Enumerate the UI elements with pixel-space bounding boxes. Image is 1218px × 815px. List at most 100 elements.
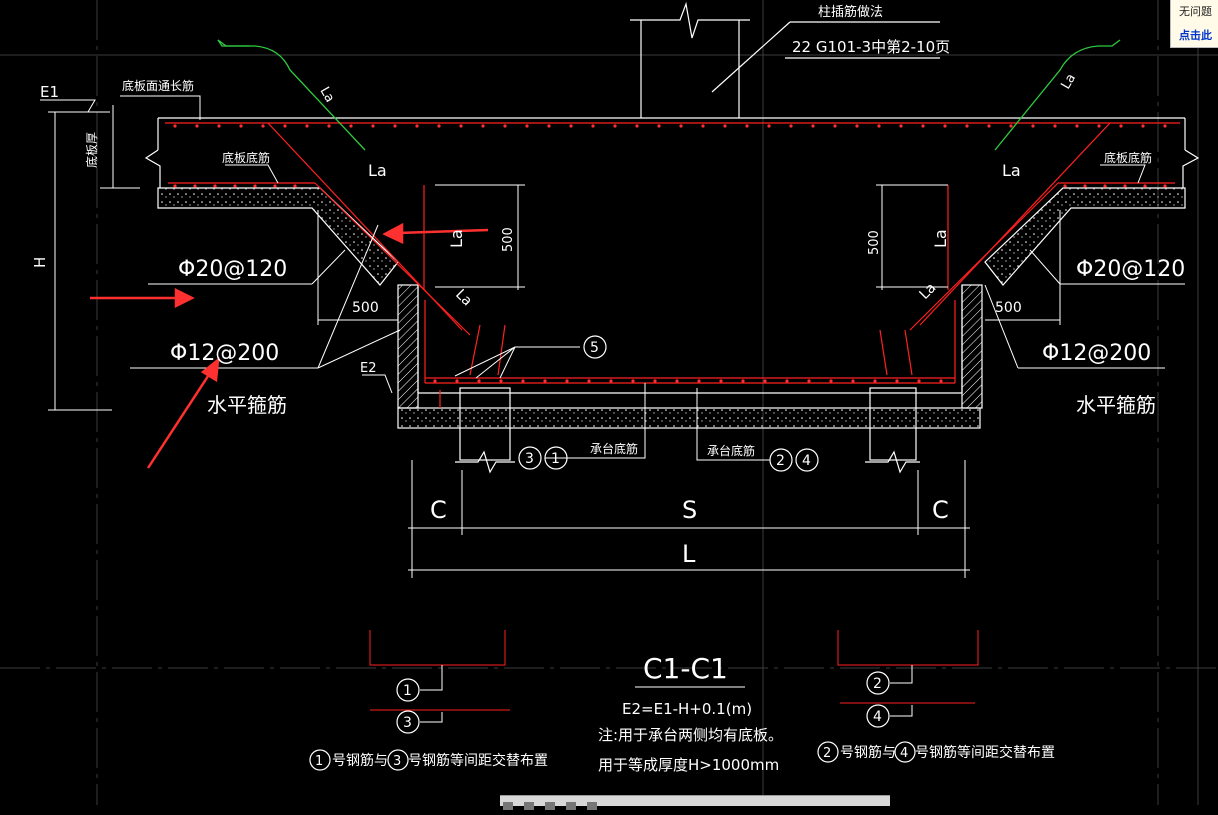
taskbar-icon[interactable] xyxy=(524,802,535,810)
rebar-dot xyxy=(1083,184,1087,188)
legend-left-num3: 3 xyxy=(393,754,401,769)
rebar-dot xyxy=(371,124,375,128)
rebar-dot xyxy=(1075,124,1079,128)
rebar-dot xyxy=(873,379,877,383)
la-diag-right: La xyxy=(917,280,940,303)
rebar-dot xyxy=(173,184,177,188)
horizontal-stirrup-right: 水平箍筋 xyxy=(1076,393,1156,417)
popup-text: 无问题 xyxy=(1179,6,1212,18)
rebar-dot xyxy=(789,124,793,128)
rebar-phi20-right: Φ20@120 xyxy=(1076,257,1185,282)
rebar-dot xyxy=(741,379,745,383)
rebar-phi12-left: Φ12@200 xyxy=(170,341,279,366)
rebar-dot xyxy=(745,124,749,128)
note-line-2: 用于等成厚度H>1000mm xyxy=(598,756,779,774)
rebar-dot xyxy=(273,184,277,188)
pit-walls xyxy=(397,284,983,409)
rebars xyxy=(165,122,1180,408)
rebar-dot xyxy=(569,124,573,128)
rebar-dot xyxy=(587,379,591,383)
rebar-dot xyxy=(283,124,287,128)
rebar-dot xyxy=(833,124,837,128)
rebar-dot xyxy=(293,184,297,188)
rebar-dot xyxy=(547,124,551,128)
rebar-dot xyxy=(213,184,217,188)
legend-left-text2: 号钢筋等间距交替布置 xyxy=(408,752,548,769)
rebar-dot xyxy=(1163,184,1167,188)
rebar-dot xyxy=(1031,124,1035,128)
rebar-dot xyxy=(173,124,177,128)
rebar-dot xyxy=(239,124,243,128)
rebar-dots xyxy=(173,124,1167,383)
rebar-dot xyxy=(719,379,723,383)
rebar-dot xyxy=(807,379,811,383)
rebar-dot xyxy=(631,379,635,383)
dim-l: L xyxy=(682,540,696,568)
rebar-dot xyxy=(499,379,503,383)
dim-500-h-right: 500 xyxy=(995,300,1022,316)
rebar-dot xyxy=(851,379,855,383)
slab-bottom-rebar-left: 底板底筋 xyxy=(222,150,270,165)
rebar-dot xyxy=(1009,124,1013,128)
rebar-dot xyxy=(459,124,463,128)
rebar-dot xyxy=(675,379,679,383)
rebar-dot xyxy=(543,379,547,383)
la-label-left: La xyxy=(368,161,387,180)
rebar-dot xyxy=(1097,124,1101,128)
rebar-dot xyxy=(855,124,859,128)
popup-link[interactable]: 点击此 xyxy=(1179,30,1212,42)
rebar-dot xyxy=(613,124,617,128)
la-vertical-left: La xyxy=(447,229,466,248)
e2-label: E2 xyxy=(360,361,377,376)
rebar-dot xyxy=(767,124,771,128)
section-label: C1-C1 xyxy=(643,652,728,685)
slab-top-rebar-label: 底板面通长筋 xyxy=(122,78,194,93)
rebar-dot xyxy=(477,379,481,383)
notification-popup: 无问题 点击此 xyxy=(1170,0,1218,48)
taskbar-strip xyxy=(500,795,890,810)
dim-500-h-left: 500 xyxy=(352,300,379,316)
rebar-dot xyxy=(987,124,991,128)
horizontal-stirrup-left: 水平箍筋 xyxy=(207,393,287,417)
rebar-dot xyxy=(723,124,727,128)
dim-c-right: C xyxy=(932,496,949,524)
formula-label: E2=E1-H+0.1(m) xyxy=(622,700,752,718)
rebar-dot xyxy=(1143,184,1147,188)
rebar-phi12-right: Φ12@200 xyxy=(1042,341,1151,366)
la-label-right: La xyxy=(1002,161,1021,180)
taskbar-icon[interactable] xyxy=(503,802,513,810)
num-2-b: 2 xyxy=(873,676,882,692)
top-slab xyxy=(144,117,1200,188)
taskbar-icon[interactable] xyxy=(587,802,598,810)
dim-s: S xyxy=(682,496,697,524)
la-vertical-right: La xyxy=(931,229,950,248)
la-hook-left: La xyxy=(317,85,338,106)
rebar-dot xyxy=(657,124,661,128)
rebar-dot xyxy=(217,124,221,128)
rebar-dot xyxy=(1163,124,1167,128)
rebar-dot xyxy=(1053,124,1057,128)
top-note-2: 22 G101-3中第2-10页 xyxy=(792,38,950,56)
rebar-dot xyxy=(811,124,815,128)
rebar-dot xyxy=(433,379,437,383)
rebar-dot xyxy=(1119,124,1123,128)
rebar-dot xyxy=(635,124,639,128)
slab-bottom-rebar-right: 底板底筋 xyxy=(1104,150,1152,165)
rebar-dot xyxy=(939,379,943,383)
taskbar-icon[interactable] xyxy=(545,802,556,810)
taskbar-icon[interactable] xyxy=(566,802,577,810)
rebar-dot xyxy=(763,379,767,383)
rebar-dot xyxy=(943,124,947,128)
rebar-dot xyxy=(899,124,903,128)
rebar-dot xyxy=(455,379,459,383)
num-1-b: 1 xyxy=(403,683,412,699)
rebar-dot xyxy=(653,379,657,383)
slab-thickness-label: 底板厚 xyxy=(84,132,99,168)
piles xyxy=(455,387,920,474)
rebar-dot xyxy=(503,124,507,128)
num-1-a: 1 xyxy=(551,451,560,467)
rebar-dot xyxy=(965,124,969,128)
num-3-b: 3 xyxy=(403,715,412,731)
rebar-dot xyxy=(895,379,899,383)
